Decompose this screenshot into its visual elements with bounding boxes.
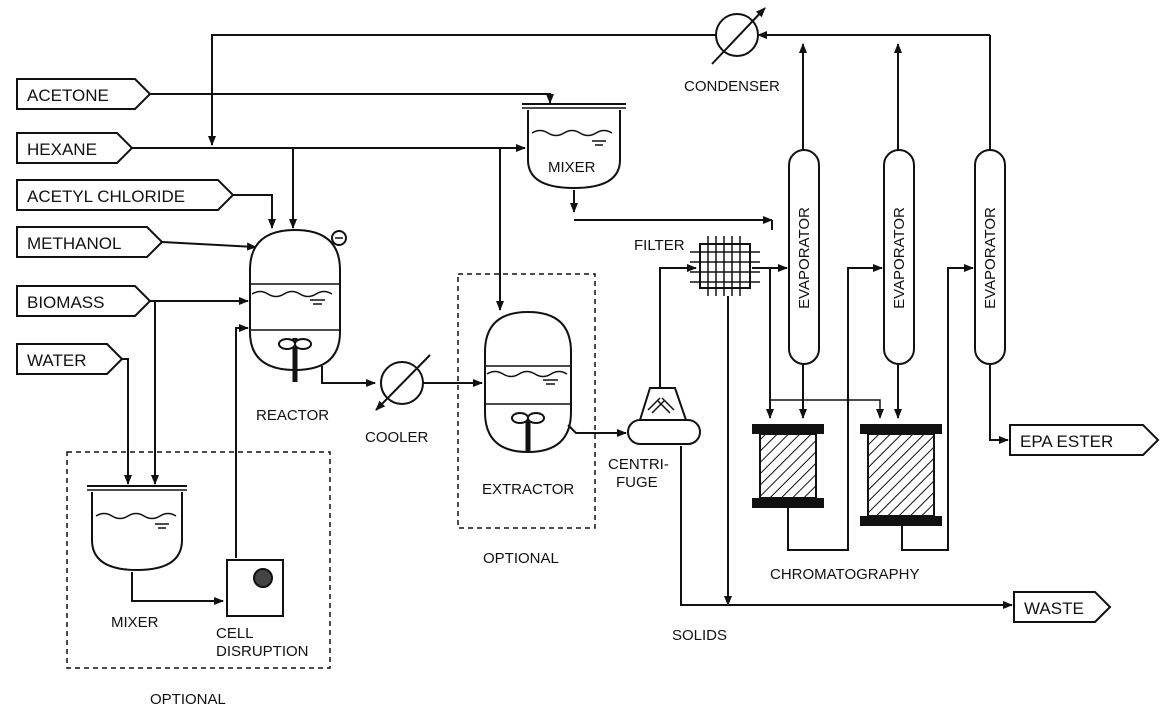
input-tag-hexane: HEXANE (16, 132, 134, 164)
input-tag-water: WATER (16, 343, 124, 375)
output-tag-epa-ester: EPA ESTER (1009, 424, 1160, 456)
output-tag-waste: WASTE (1013, 591, 1112, 623)
evaporator-1-label: EVAPORATOR (796, 207, 813, 309)
cooler-icon (375, 354, 431, 411)
reactor-vessel (249, 228, 347, 382)
filter-label: FILTER (634, 237, 685, 254)
evaporator-2: EVAPORATOR (883, 149, 915, 365)
input-tag-biomass: BIOMASS (16, 285, 152, 317)
optional-extractor-group (457, 273, 596, 529)
condenser-label: CONDENSER (684, 78, 780, 95)
output-label-waste: WASTE (1024, 599, 1084, 618)
input-label-biomass: BIOMASS (27, 293, 104, 312)
evaporator-2-label: EVAPORATOR (891, 207, 908, 309)
chromatography-column-1 (752, 424, 824, 508)
evaporator-3: EVAPORATOR (974, 149, 1006, 365)
chromatography-label: CHROMATOGRAPHY (770, 566, 919, 583)
extractor-label: EXTRACTOR (482, 481, 574, 498)
centrifuge-label-line2: FUGE (616, 474, 658, 491)
mixer-bottom-label: MIXER (111, 614, 159, 631)
cooler-label: COOLER (365, 429, 429, 446)
input-label-acetyl-chloride: ACETYL CHLORIDE (27, 187, 185, 206)
input-label-methanol: METHANOL (27, 234, 121, 253)
filter-icon (690, 236, 760, 296)
optional-pretreatment-group (66, 451, 331, 669)
optional-label-pretreatment: OPTIONAL (150, 691, 226, 708)
mixer-top-label: MIXER (548, 159, 596, 176)
chromatography-column-2 (860, 424, 942, 526)
input-label-water: WATER (27, 351, 87, 370)
input-tag-acetone: ACETONE (16, 78, 152, 110)
centrifuge-label-line1: CENTRI- (608, 456, 669, 473)
evaporator-1: EVAPORATOR (788, 149, 820, 365)
solids-label: SOLIDS (672, 627, 727, 644)
input-label-hexane: HEXANE (27, 140, 97, 159)
cell-disruption-unit (226, 559, 284, 617)
input-tag-methanol: METHANOL (16, 226, 164, 258)
mixer-top-vessel (522, 103, 626, 190)
evaporator-3-label: EVAPORATOR (982, 207, 999, 309)
reactor-label: REACTOR (256, 407, 329, 424)
condenser-icon (711, 7, 766, 65)
centrifuge-icon (627, 387, 701, 445)
output-label-epa-ester: EPA ESTER (1020, 432, 1113, 451)
mixer-bottom-vessel (87, 485, 187, 572)
cell-disruption-label-line2: DISRUPTION (216, 643, 309, 660)
optional-label-extractor: OPTIONAL (483, 550, 559, 567)
cell-disruption-label-line1: CELL (216, 625, 254, 642)
input-label-acetone: ACETONE (27, 86, 109, 105)
extractor-vessel (484, 310, 572, 454)
input-tag-acetyl-chloride: ACETYL CHLORIDE (16, 179, 235, 211)
